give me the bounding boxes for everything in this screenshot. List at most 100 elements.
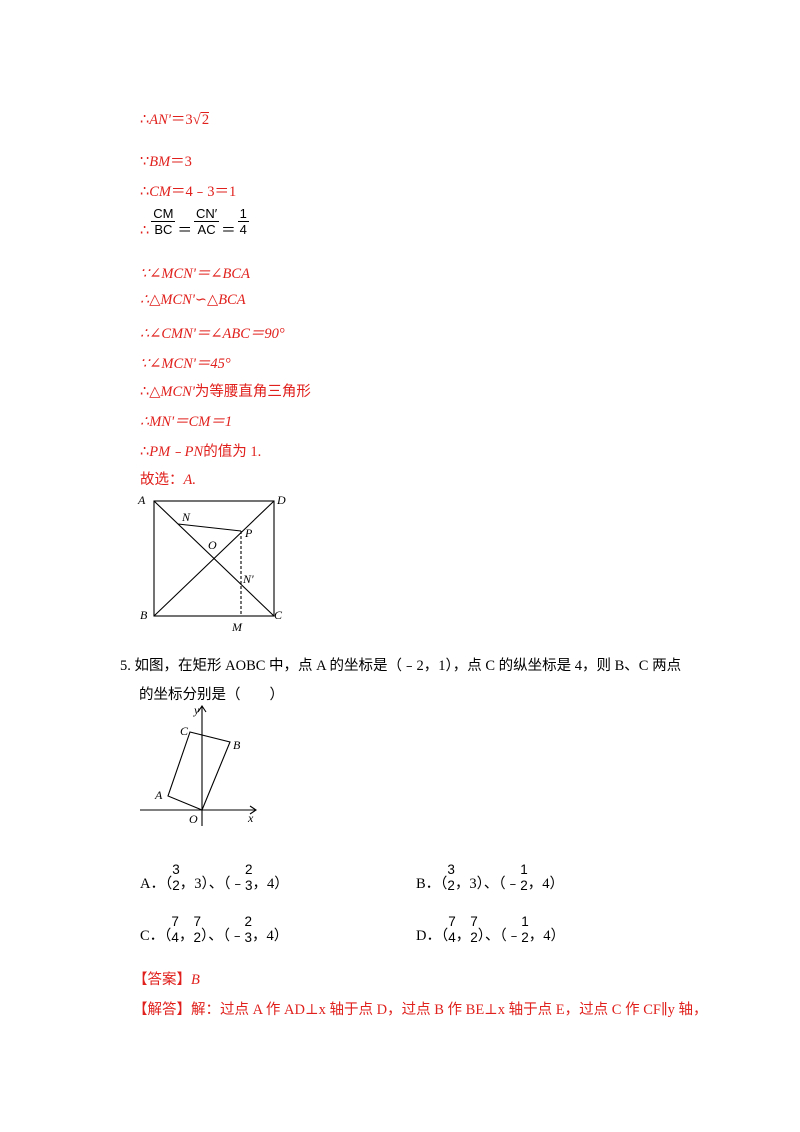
question-number: 5. bbox=[120, 658, 131, 674]
label-o: O bbox=[208, 538, 217, 552]
eq: ＝3 bbox=[170, 112, 193, 128]
stack-top: 3 bbox=[172, 862, 180, 877]
var-an: AN' bbox=[149, 112, 171, 128]
label-y: y bbox=[193, 703, 200, 717]
label-n: N bbox=[181, 510, 191, 524]
option-letter: A． bbox=[140, 876, 165, 892]
var-cm: CM bbox=[149, 184, 171, 200]
stack-bottom: 2 bbox=[172, 878, 180, 893]
stack-bottom: 3 bbox=[244, 930, 252, 945]
option-letter: B． bbox=[416, 876, 441, 892]
text: 的值为 1. bbox=[203, 444, 262, 460]
frac-den: 4 bbox=[239, 222, 247, 237]
eq: ＝4﹣3＝1 bbox=[170, 184, 237, 200]
eq: ＝ bbox=[221, 222, 236, 239]
stack-top: 7 bbox=[171, 914, 179, 929]
stack-bottom: 4 bbox=[448, 930, 456, 945]
var-pm-pn: PM﹣PN bbox=[149, 444, 204, 460]
stack-bottom: 2 bbox=[470, 930, 478, 945]
label-p: P bbox=[244, 526, 253, 540]
step-mn: ∴MN'＝CM＝1 bbox=[140, 414, 233, 430]
label-b: B bbox=[233, 738, 241, 752]
figure-square: A D N O P N' B C M bbox=[137, 493, 286, 634]
frac-num: 1 bbox=[237, 206, 249, 222]
label-d: D bbox=[276, 493, 286, 507]
stack-bottom: 2 bbox=[447, 878, 455, 893]
label-a: A bbox=[137, 493, 146, 507]
step-angle-45: ∵∠MCN'＝45° bbox=[140, 356, 231, 372]
eq: ＝3 bbox=[170, 154, 192, 170]
eq: ＝ bbox=[177, 222, 192, 239]
therefore-symbol: ∴ bbox=[140, 384, 150, 400]
step-an: ∴AN'＝3√2 bbox=[140, 112, 210, 128]
var-triangle: △MCN' bbox=[149, 384, 195, 400]
therefore-symbol: ∴ bbox=[140, 184, 150, 200]
stack-top: 7 bbox=[470, 914, 478, 929]
because-symbol: ∵ bbox=[140, 154, 150, 170]
stack-top: 3 bbox=[447, 862, 455, 877]
stack-top: 2 bbox=[245, 862, 253, 877]
step-angle-mcn: ∵∠MCN'＝∠BCA bbox=[140, 266, 250, 282]
label-b: B bbox=[140, 608, 148, 622]
stack-top: 1 bbox=[521, 914, 529, 929]
step-angle-cmn: ∴∠CMN'＝∠ABC＝90° bbox=[140, 326, 285, 342]
analysis-text: 解：过点 A 作 AD⊥x 轴于点 D，过点 B 作 BE⊥x 轴于点 E，过点… bbox=[191, 1002, 708, 1018]
square-abcd bbox=[153, 500, 275, 617]
question-5-line1: 5. 如图，在矩形 AOBC 中，点 A 的坐标是（﹣2，1），点 C 的纵坐标… bbox=[120, 654, 681, 675]
answer-tag: 【答案】 bbox=[133, 972, 191, 988]
label-c: C bbox=[180, 724, 189, 738]
stack-bottom: 2 bbox=[520, 878, 528, 893]
stack-bottom: 3 bbox=[245, 878, 253, 893]
option-letter: C． bbox=[140, 928, 165, 944]
frac-den: AC bbox=[197, 222, 216, 237]
stack-top: 1 bbox=[520, 862, 528, 877]
label-x: x bbox=[247, 811, 254, 825]
text: 为等腰直角三角形 bbox=[194, 384, 311, 400]
rectangle-aocb bbox=[167, 731, 231, 811]
label-a: A bbox=[154, 788, 163, 802]
label-n-prime: N' bbox=[242, 572, 254, 586]
label-m: M bbox=[231, 620, 243, 634]
stack-top: 2 bbox=[244, 914, 252, 929]
option-letter: D． bbox=[416, 928, 441, 944]
stack-bottom: 2 bbox=[521, 930, 529, 945]
stack-top: 7 bbox=[448, 914, 456, 929]
analysis-line: 【解答】解：过点 A 作 AD⊥x 轴于点 D，过点 B 作 BE⊥x 轴于点 … bbox=[133, 998, 708, 1019]
diagonal-bd bbox=[153, 500, 275, 617]
y-axis-arrow bbox=[197, 705, 207, 713]
step-isosceles: ∴△MCN'为等腰直角三角形 bbox=[140, 380, 311, 401]
label-c: C bbox=[274, 608, 283, 622]
choose-answer: A. bbox=[183, 472, 196, 488]
segment-np bbox=[177, 523, 242, 532]
stack-bottom: 4 bbox=[171, 930, 179, 945]
radicand: 2 bbox=[200, 112, 210, 128]
choose-text: 故选： bbox=[140, 472, 184, 488]
analysis-tag: 【解答】 bbox=[133, 1002, 191, 1018]
frac-num: CM bbox=[151, 206, 176, 222]
stack-top: 7 bbox=[193, 914, 201, 929]
step-cm: ∴CM＝4﹣3＝1 bbox=[140, 180, 236, 201]
step-bm: ∵BM＝3 bbox=[140, 150, 192, 171]
frac-num: CN′ bbox=[193, 206, 220, 222]
answer-line: 【答案】B bbox=[133, 968, 200, 989]
question-5-line2: 的坐标分别是（ ） bbox=[139, 687, 284, 703]
therefore-symbol: ∴ bbox=[140, 112, 150, 128]
therefore-symbol: ∴ bbox=[140, 222, 150, 239]
